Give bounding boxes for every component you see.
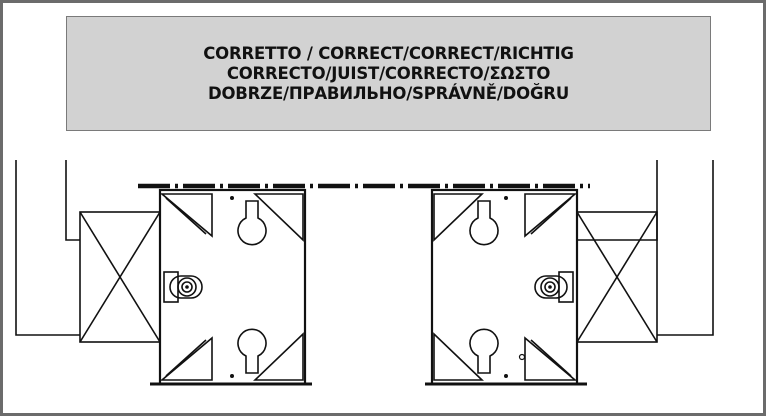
mounting-box-right	[425, 188, 587, 386]
mounting-box-left	[150, 188, 312, 386]
door-hinge-right	[576, 160, 714, 343]
banner-line-3: DOBRZE/ПРАВИЛЬНО/SPRÁVNĚ/DOĞRU	[207, 83, 570, 103]
door-hinge-left	[15, 160, 161, 343]
correct-banner: CORRETTO / CORRECT/CORRECT/RICHTIG CORRE…	[66, 16, 711, 131]
banner-line-1: CORRETTO / CORRECT/CORRECT/RICHTIG	[203, 43, 574, 63]
banner-line-2: CORRECTO/JUIST/CORRECTO/ΣΩΣΤΟ	[226, 63, 551, 83]
